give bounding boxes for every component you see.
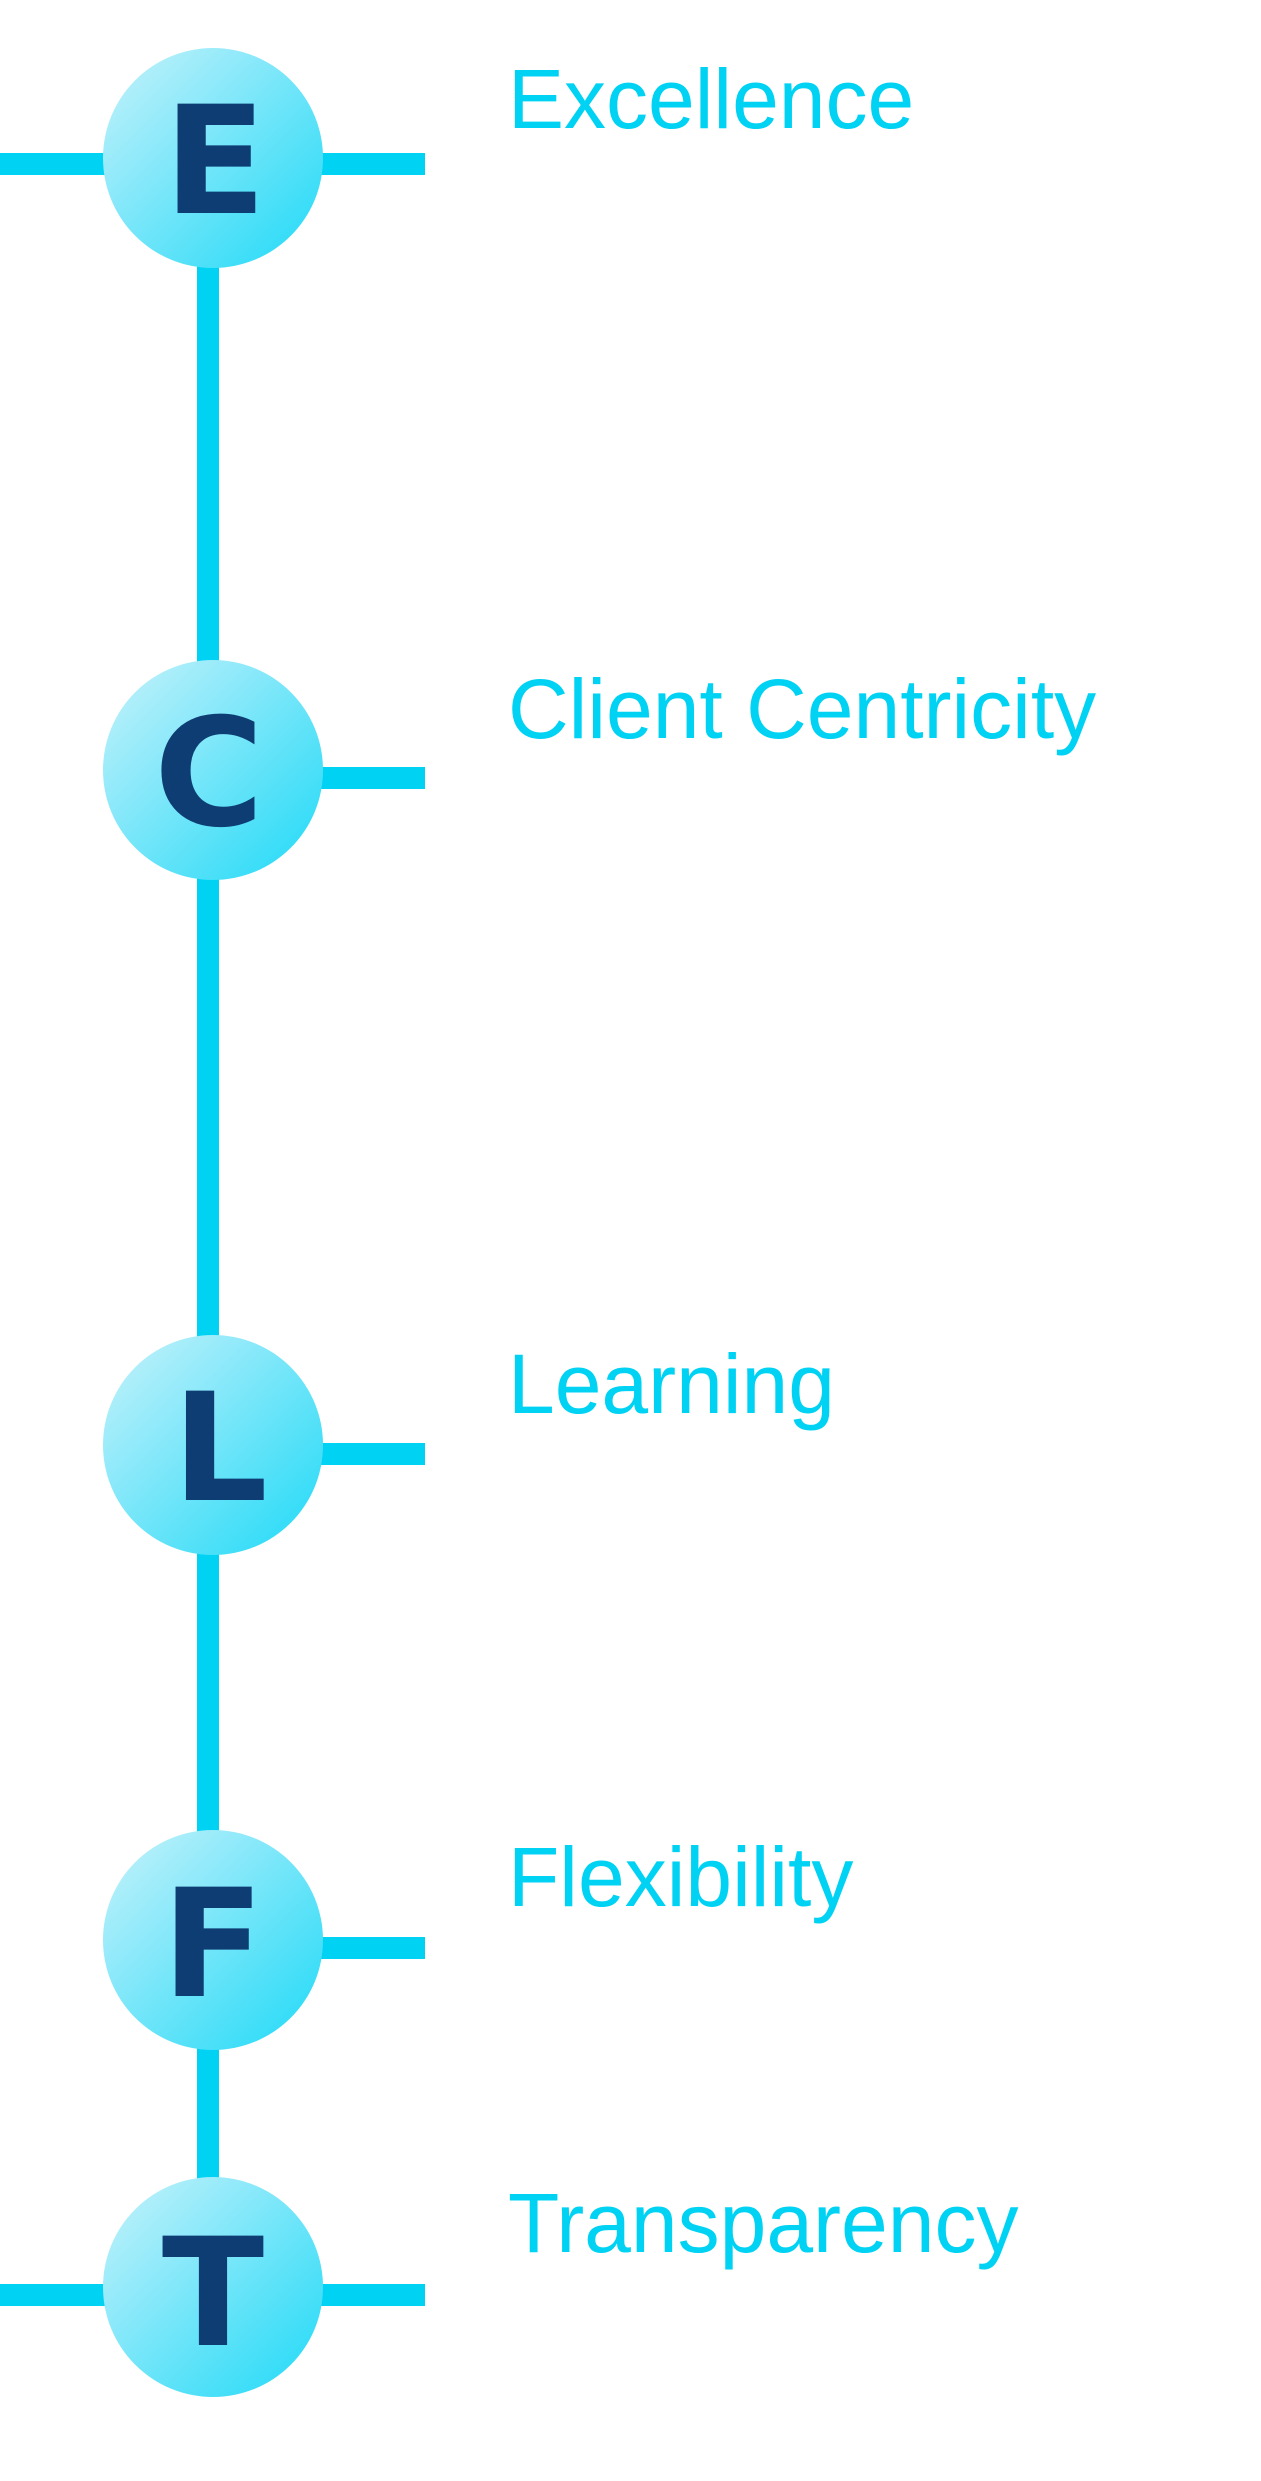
spine-segment (197, 260, 219, 670)
node-circle (103, 660, 323, 880)
node-c: C (103, 660, 323, 880)
node-letter: T (162, 2207, 264, 2381)
stub-right-l (320, 1443, 425, 1465)
node-circle (103, 2177, 323, 2397)
label-flexibility: Flexibility (508, 1830, 853, 1924)
node-t: T (103, 2177, 323, 2397)
stub-right-e (320, 153, 425, 175)
label-transparency: Transparency (508, 2176, 1018, 2270)
node-letter: E (164, 75, 266, 249)
connector-lines (0, 153, 425, 2306)
node-circle (103, 48, 323, 268)
node-letter: L (172, 1362, 268, 1536)
stub-right-f (320, 1937, 425, 1959)
node-f: F (103, 1830, 323, 2050)
spine-segment (197, 2033, 219, 2183)
node-letter: F (162, 1858, 264, 2032)
node-l: L (103, 1335, 323, 1555)
node-circle (103, 1335, 323, 1555)
spine-segment (197, 865, 219, 1347)
stub-right-t (320, 2284, 425, 2306)
stub-left-e (0, 153, 110, 175)
label-learning: Learning (508, 1337, 835, 1431)
stub-right-c (320, 767, 425, 789)
label-client-centricity: Client Centricity (508, 662, 1096, 756)
stub-left-t (0, 2284, 110, 2306)
node-e: E (103, 48, 323, 268)
label-excellence: Excellence (508, 52, 914, 146)
spine-segment (197, 1538, 219, 1838)
node-letter: C (154, 687, 264, 861)
node-circle (103, 1830, 323, 2050)
